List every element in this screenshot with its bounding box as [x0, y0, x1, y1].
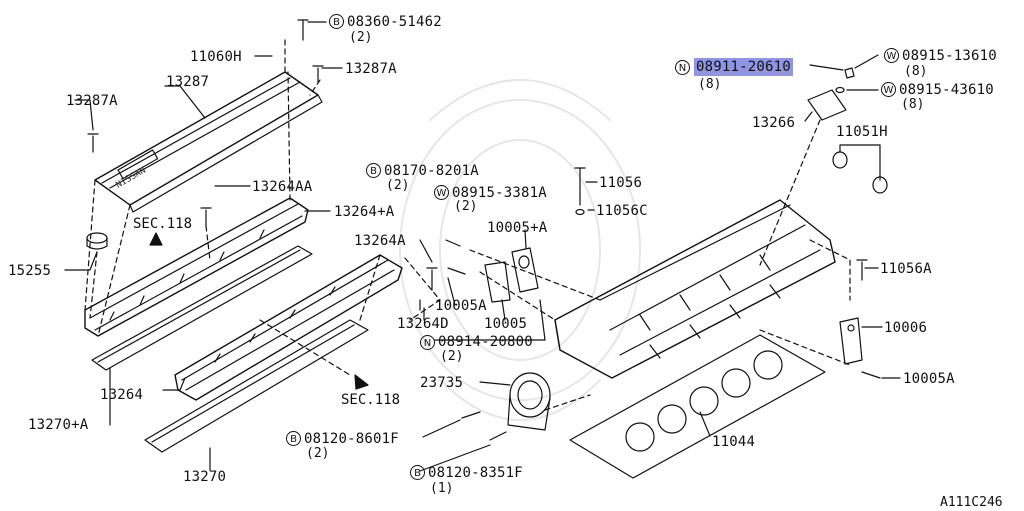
gasket-13270 [144, 319, 369, 453]
part-label[interactable]: 10005 [484, 316, 528, 332]
qty-label: (8) [901, 97, 925, 112]
symbol-b: B [410, 465, 425, 480]
part-label[interactable]: 08915-3381A [452, 185, 547, 201]
symbol-b: B [366, 163, 381, 178]
symbol-n: N [675, 60, 690, 75]
part-label[interactable]: 11051H [836, 124, 888, 140]
part-label[interactable]: 08120-8601F [304, 431, 399, 447]
bolts [87, 19, 881, 441]
symbol-w: W [434, 185, 449, 200]
head-gasket-11044 [569, 334, 826, 479]
arrows [149, 232, 369, 390]
watermark [399, 79, 641, 421]
oil-cap-15255 [86, 232, 108, 250]
part-label[interactable]: 13287A [66, 93, 118, 109]
part-label-highlighted[interactable]: 08911-20610 [694, 58, 793, 76]
cover-13264 [174, 254, 403, 401]
part-label[interactable]: 10005+A [487, 220, 548, 236]
part-label[interactable]: 13287A [345, 61, 397, 77]
part-label[interactable]: 13264AA [252, 179, 313, 195]
qty-label: (2) [454, 199, 478, 214]
symbol-w: W [884, 48, 899, 63]
qty-label: (2) [440, 349, 464, 364]
bracket-10006 [839, 317, 863, 365]
part-label[interactable]: 08915-43610 [899, 82, 994, 98]
part-label[interactable]: 13264 [100, 387, 144, 403]
part-label[interactable]: 11060H [190, 49, 242, 65]
part-label[interactable]: 10005A [435, 298, 487, 314]
part-label[interactable]: 13264A [354, 233, 406, 249]
part-label[interactable]: 13264D [397, 316, 449, 332]
symbol-b: B [329, 14, 344, 29]
dashed-lines [84, 39, 851, 411]
qty-label: (2) [306, 446, 330, 461]
diagram-code: A111C246 [940, 495, 1003, 510]
part-label[interactable]: 08120-8351F [428, 465, 523, 481]
part-label[interactable]: 08360-51462 [347, 14, 442, 30]
qty-label: (2) [386, 178, 410, 193]
part-label[interactable]: 08914-20800 [438, 334, 533, 350]
qty-label: (1) [430, 481, 454, 496]
part-label[interactable]: 13264+A [334, 204, 395, 220]
part-label[interactable]: 23735 [420, 375, 464, 391]
qty-label: (2) [349, 30, 373, 45]
part-label[interactable]: 10006 [884, 320, 928, 336]
part-label[interactable]: 13266 [752, 115, 796, 131]
cylinder-head [554, 199, 836, 379]
part-label[interactable]: 11056A [880, 261, 932, 277]
symbol-b: B [286, 431, 301, 446]
cam-bracket-13266 [807, 89, 847, 121]
part-label[interactable]: 08170-8201A [384, 163, 479, 179]
qty-label: (8) [904, 64, 928, 79]
cover-13264-plus-a [84, 197, 309, 337]
gasket-13270-plus-a [91, 245, 313, 371]
part-label[interactable]: 11056C [596, 203, 648, 219]
part-label[interactable]: 13270 [183, 469, 227, 485]
part-label[interactable]: 11044 [712, 434, 756, 450]
qty-label: (8) [698, 77, 722, 92]
part-label[interactable]: 15255 [8, 263, 52, 279]
symbol-n: N [420, 335, 435, 350]
part-label[interactable]: 11056 [599, 175, 643, 191]
plugs-11051h [832, 151, 888, 194]
part-label[interactable]: 10005A [903, 371, 955, 387]
section-ref-label[interactable]: SEC.118 [133, 216, 193, 232]
part-label[interactable]: 08915-13610 [902, 48, 997, 64]
leader-lines [64, 21, 901, 472]
part-label[interactable]: 13287 [166, 74, 210, 90]
symbol-w: W [881, 82, 896, 97]
part-label[interactable]: 13270+A [28, 417, 89, 433]
brackets-10005 [484, 247, 539, 303]
sensor-23735 [507, 372, 551, 431]
section-ref-label[interactable]: SEC.118 [341, 392, 401, 408]
